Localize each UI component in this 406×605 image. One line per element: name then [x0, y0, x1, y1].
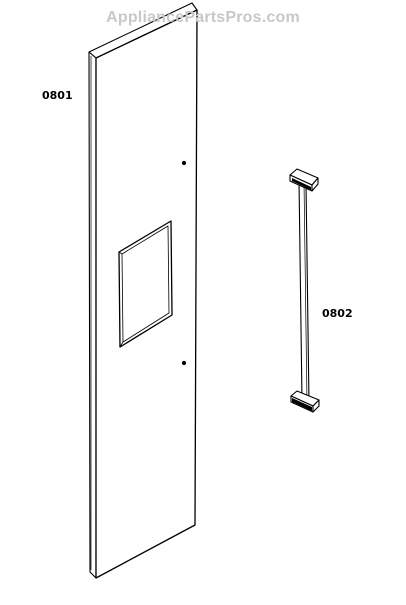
- part-callout-0801[interactable]: 0801: [42, 89, 73, 102]
- part-callout-0802[interactable]: 0802: [322, 307, 353, 320]
- mounting-hole-upper: [181, 160, 187, 166]
- watermark: AppliancePartsPros.com: [106, 9, 300, 26]
- door-panel-icon: [88, 2, 198, 579]
- dispenser-opening: [118, 220, 173, 348]
- door-handle-icon: [289, 168, 320, 413]
- mounting-hole-lower: [181, 360, 187, 366]
